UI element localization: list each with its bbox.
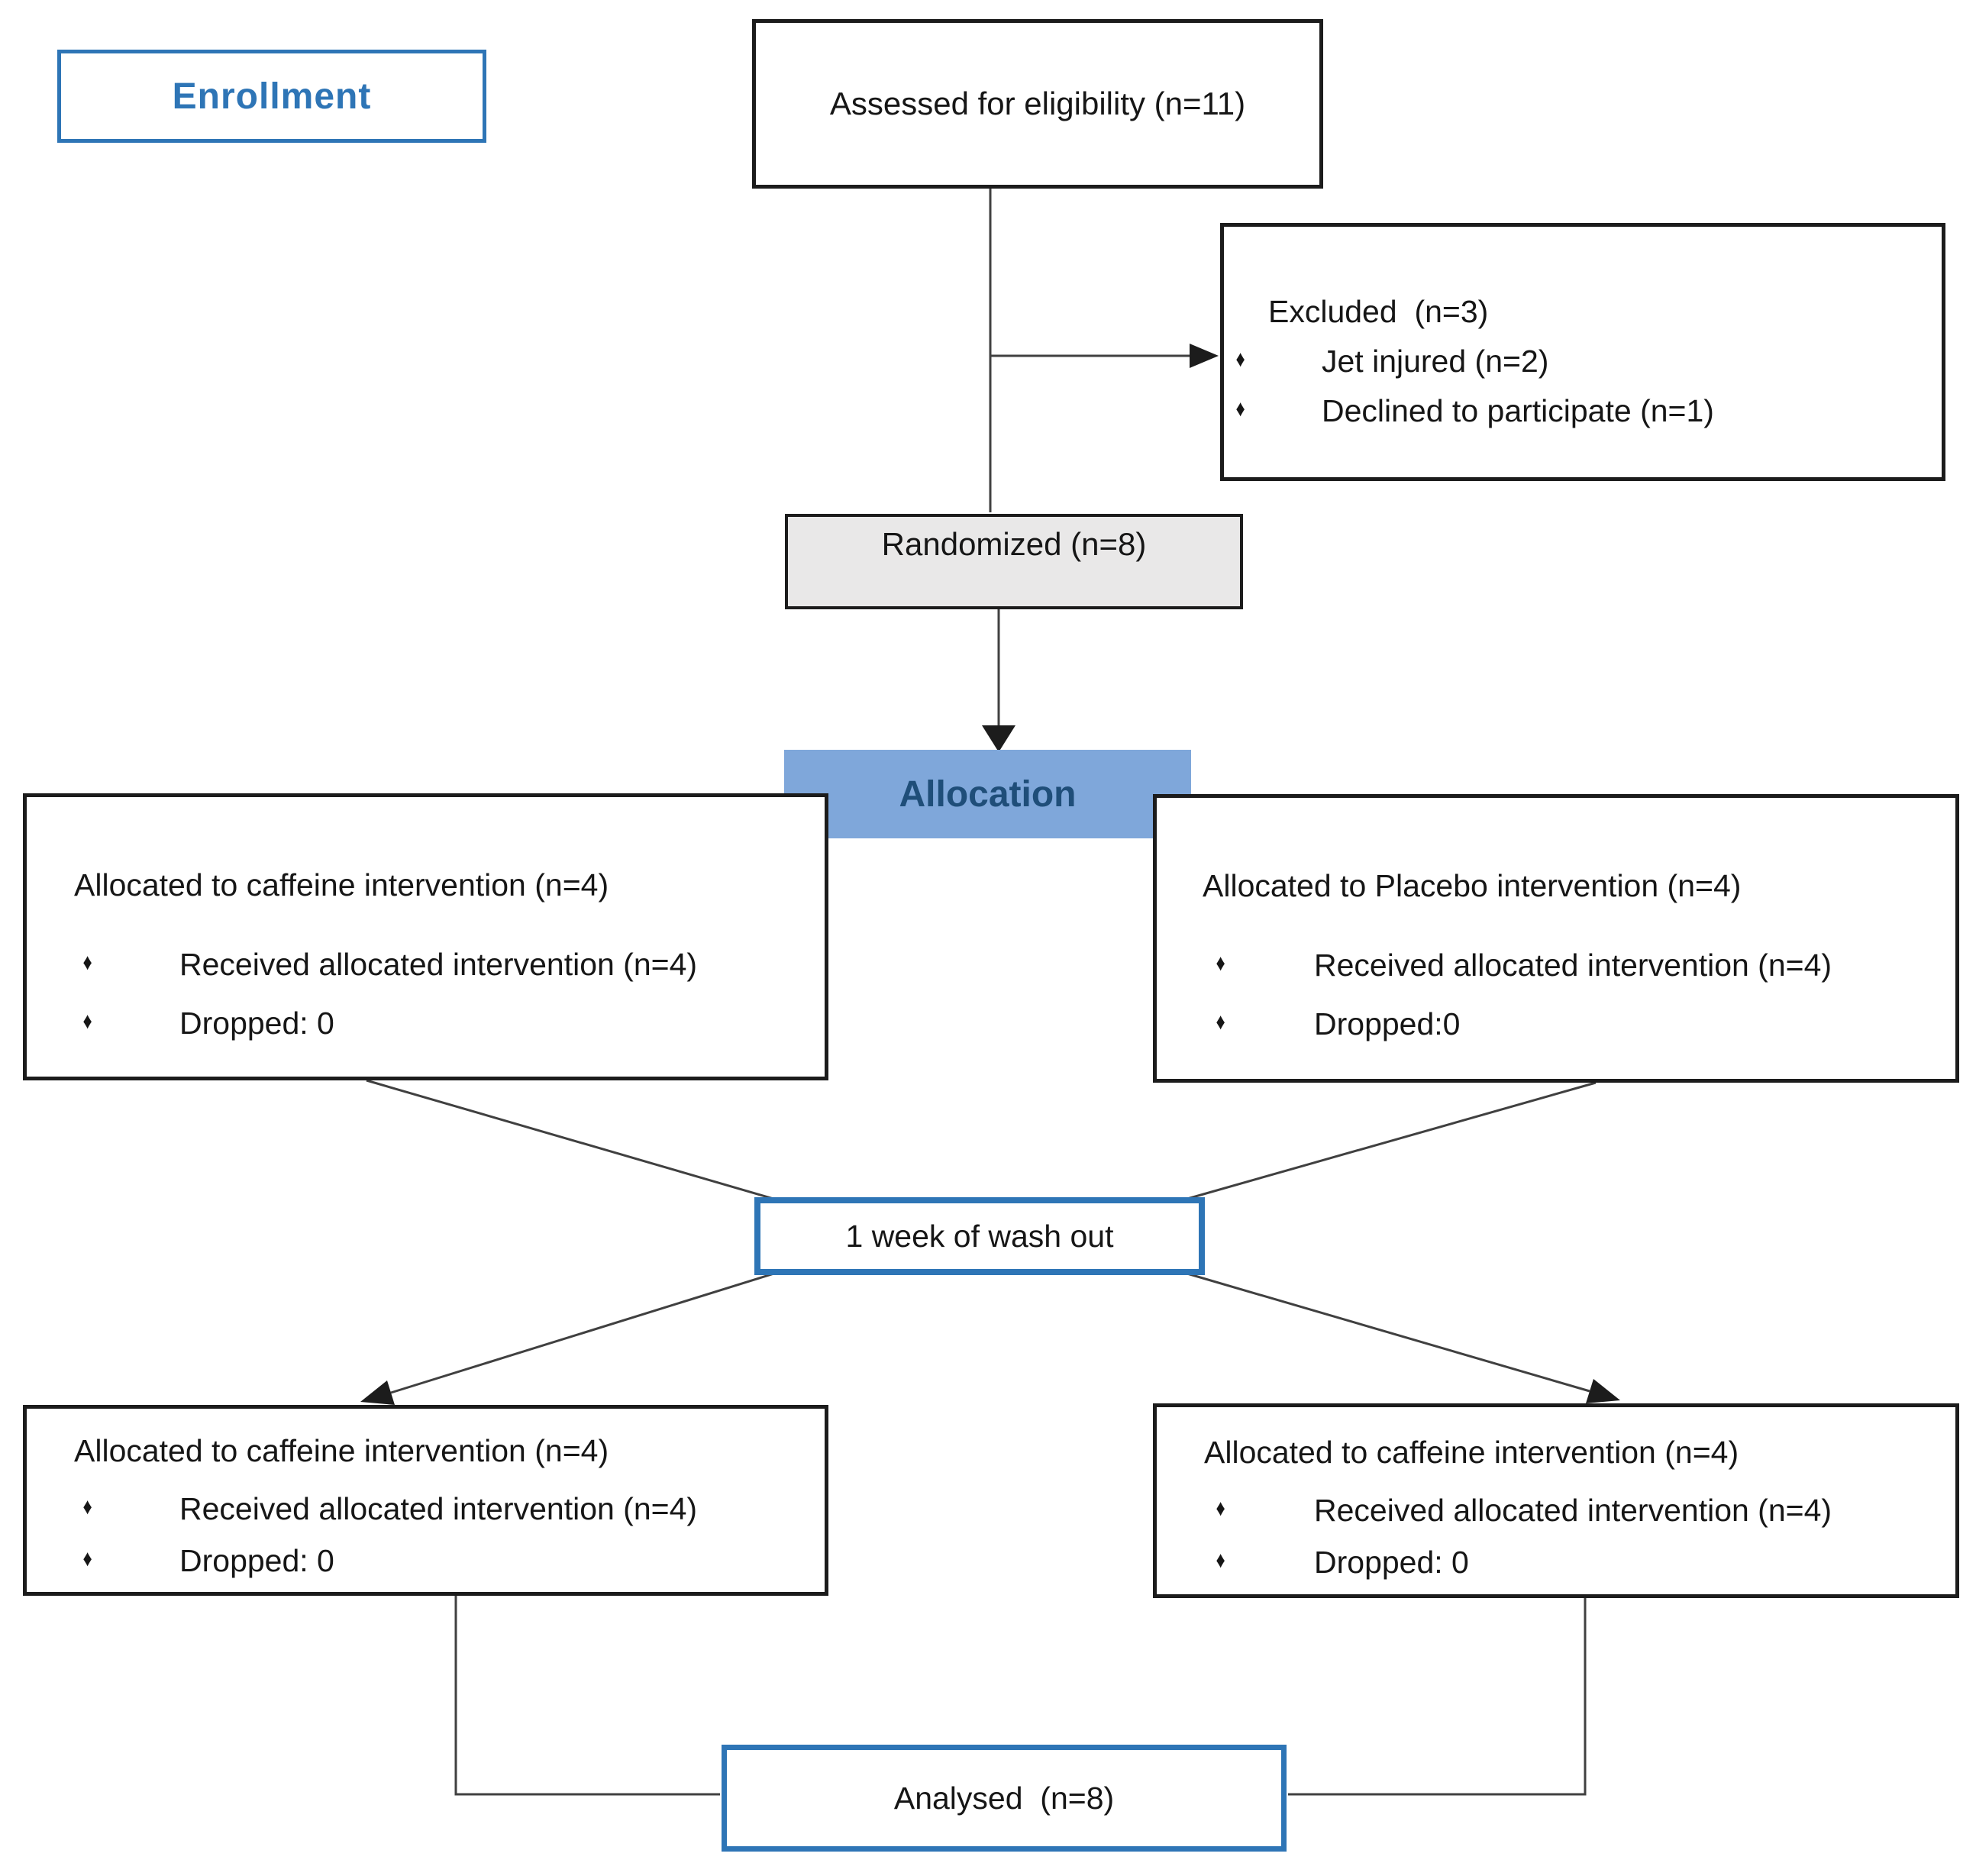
alloc-right-bullet-row: ♦ Received allocated intervention (n=4) <box>1157 948 1955 1091</box>
analysed-text: Analysed (n=8) <box>893 1780 1115 1816</box>
alloc-left-bullet-2: Dropped: 0 <box>179 1006 334 1041</box>
excluded-bullet-2: Declined to participate (n=1) <box>1322 393 1714 428</box>
randomized-text: Randomized (n=8) <box>881 526 1147 562</box>
alloc-right-bullet-2: Dropped:0 <box>1314 1006 1461 1041</box>
line-allocright-to-washout <box>1181 1081 1597 1202</box>
post-right-bullet-row: ♦ Dropped: 0 <box>1157 1545 1955 1688</box>
washout-text: 1 week of wash out <box>845 1218 1114 1254</box>
arrowhead-excluded <box>1190 344 1219 368</box>
post-left-title: Allocated to caffeine intervention (n=4) <box>74 1433 609 1468</box>
enrollment-stage-box: Enrollment <box>57 50 486 143</box>
alloc-left-box: Allocated to caffeine intervention (n=4)… <box>23 793 828 1080</box>
post-right-box: Allocated to caffeine intervention (n=4)… <box>1153 1403 1959 1598</box>
assessed-text: Assessed for eligibility (n=11) <box>829 86 1246 121</box>
assessed-box: Assessed for eligibility (n=11) <box>752 19 1323 189</box>
bullet-diamond-icon: ♦ <box>1216 1009 1225 1035</box>
analysed-box: Analysed (n=8) <box>722 1745 1287 1852</box>
alloc-right-bullet-1: Received allocated intervention (n=4) <box>1314 948 1832 983</box>
arrowhead-postright <box>1586 1379 1620 1403</box>
arrowhead-postleft <box>360 1380 395 1405</box>
post-right-bullet-2: Dropped: 0 <box>1314 1545 1469 1580</box>
alloc-left-bullet-1: Received allocated intervention (n=4) <box>179 947 698 982</box>
bullet-diamond-icon: ♦ <box>1235 347 1245 372</box>
bullet-diamond-icon: ♦ <box>1216 1496 1225 1521</box>
post-right-bullet-row: ♦ Received allocated intervention (n=4) <box>1157 1493 1955 1636</box>
washout-box: 1 week of wash out <box>754 1197 1205 1275</box>
excluded-box: Excluded (n=3) ♦ Jet injured (n=2) ♦ Dec… <box>1220 223 1945 481</box>
line-postleft-to-analysed <box>454 1596 720 1796</box>
line-allocleft-to-washout <box>366 1079 780 1202</box>
bullet-diamond-icon: ♦ <box>82 1009 92 1034</box>
alloc-left-title: Allocated to caffeine intervention (n=4) <box>74 867 609 902</box>
post-right-bullet-1: Received allocated intervention (n=4) <box>1314 1493 1832 1528</box>
post-left-bullet-1: Received allocated intervention (n=4) <box>179 1491 698 1526</box>
alloc-left-bullet-row: ♦ Dropped: 0 <box>27 1006 825 1149</box>
bullet-diamond-icon: ♦ <box>1235 396 1245 421</box>
bullet-diamond-icon: ♦ <box>1216 1548 1225 1573</box>
alloc-left-bullet-row: ♦ Received allocated intervention (n=4) <box>27 947 825 1090</box>
post-left-box: Allocated to caffeine intervention (n=4)… <box>23 1405 828 1596</box>
excluded-bullet-1: Jet injured (n=2) <box>1322 344 1549 379</box>
bullet-diamond-icon: ♦ <box>82 950 92 975</box>
line-postright-to-analysed <box>1288 1598 1587 1796</box>
excluded-bullet-row: ♦ Declined to participate (n=1) <box>1224 393 1942 537</box>
post-right-title: Allocated to caffeine intervention (n=4) <box>1204 1435 1739 1470</box>
bullet-diamond-icon: ♦ <box>82 1494 92 1519</box>
excluded-title: Excluded (n=3) <box>1268 294 1489 329</box>
bullet-diamond-icon: ♦ <box>82 1546 92 1571</box>
allocation-stage-box: Allocation <box>784 750 1191 838</box>
arrowhead-allocation <box>982 725 1015 752</box>
post-left-bullet-row: ♦ Received allocated intervention (n=4) <box>27 1491 825 1635</box>
alloc-right-title: Allocated to Placebo intervention (n=4) <box>1203 868 1742 903</box>
line-washout-to-postright <box>1181 1271 1590 1393</box>
line-washout-to-postleft <box>390 1271 780 1394</box>
randomized-box: Randomized (n=8) <box>785 514 1243 609</box>
alloc-right-box: Allocated to Placebo intervention (n=4) … <box>1153 794 1959 1083</box>
alloc-right-bullet-row: ♦ Dropped:0 <box>1157 1006 1955 1150</box>
post-left-bullet-row: ♦ Dropped: 0 <box>27 1543 825 1687</box>
post-left-bullet-2: Dropped: 0 <box>179 1543 334 1578</box>
bullet-diamond-icon: ♦ <box>1216 951 1225 976</box>
allocation-stage-label: Allocation <box>899 773 1077 815</box>
excluded-bullet-row: ♦ Jet injured (n=2) <box>1224 344 1942 487</box>
enrollment-stage-label: Enrollment <box>172 76 372 117</box>
